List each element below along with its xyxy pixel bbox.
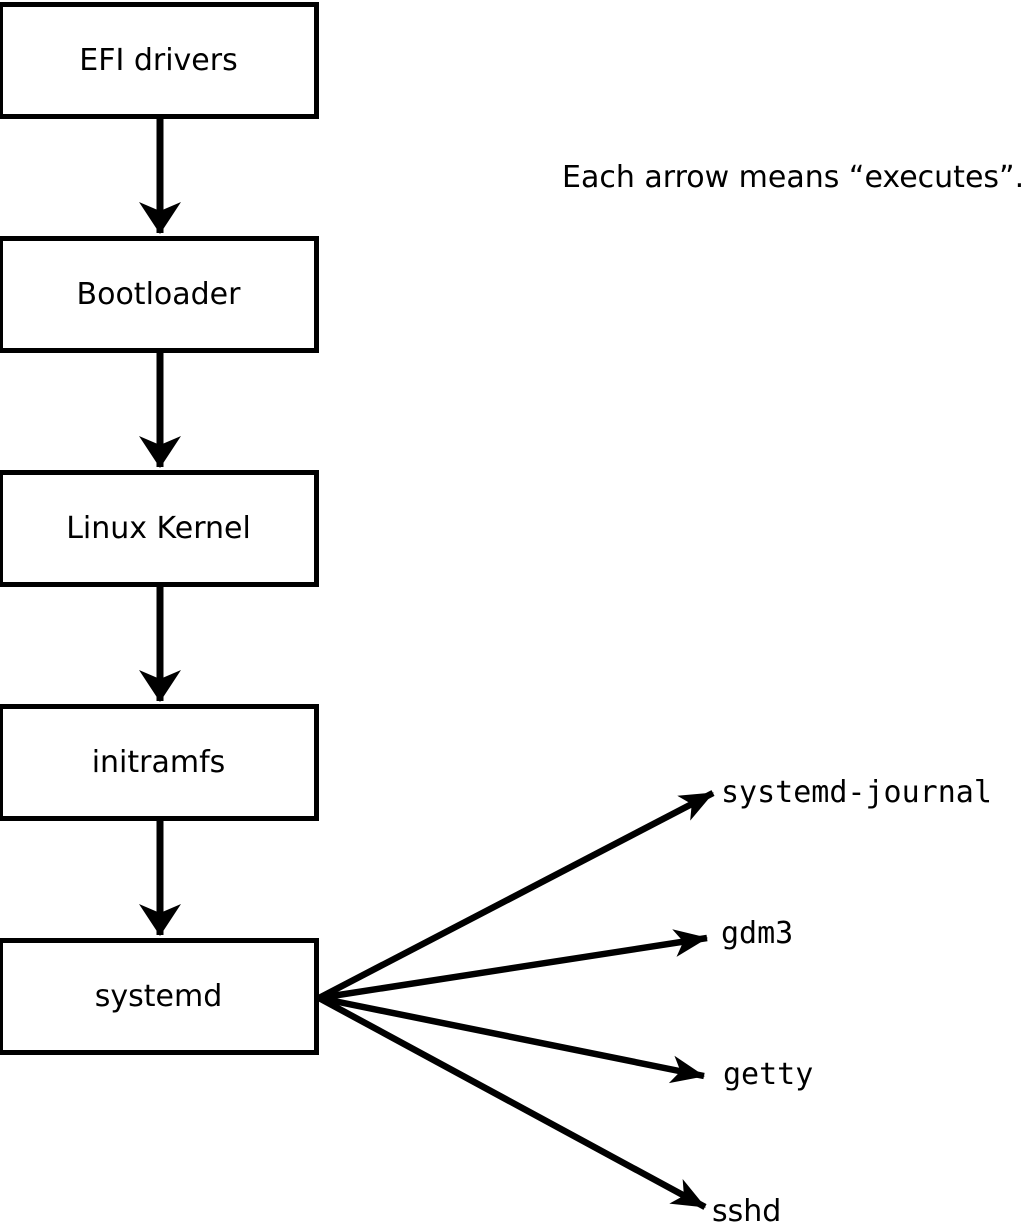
node-initramfs-label: initramfs <box>91 744 226 780</box>
node-linux-kernel-label: Linux Kernel <box>66 510 251 546</box>
node-bootloader: Bootloader <box>0 236 319 353</box>
node-bootloader-label: Bootloader <box>76 276 241 312</box>
edge-systemd-to-getty <box>318 994 705 1084</box>
label-sshd: sshd <box>712 1194 782 1229</box>
edge-systemd-to-systemd-journal <box>317 790 715 1001</box>
caption: Each arrow means “executes”. <box>562 160 1023 195</box>
node-systemd: systemd <box>0 938 319 1055</box>
label-systemd-journal: systemd-journal <box>721 775 992 810</box>
node-systemd-label: systemd <box>94 978 223 1014</box>
label-getty: getty <box>723 1057 814 1092</box>
edge-systemd-to-sshd <box>317 995 707 1210</box>
label-gdm3: gdm3 <box>721 916 794 951</box>
node-efi-drivers-label: EFI drivers <box>79 42 238 78</box>
edge-systemd-to-gdm3 <box>318 929 708 1002</box>
node-efi-drivers: EFI drivers <box>0 2 319 119</box>
node-initramfs: initramfs <box>0 704 319 821</box>
node-linux-kernel: Linux Kernel <box>0 470 319 587</box>
